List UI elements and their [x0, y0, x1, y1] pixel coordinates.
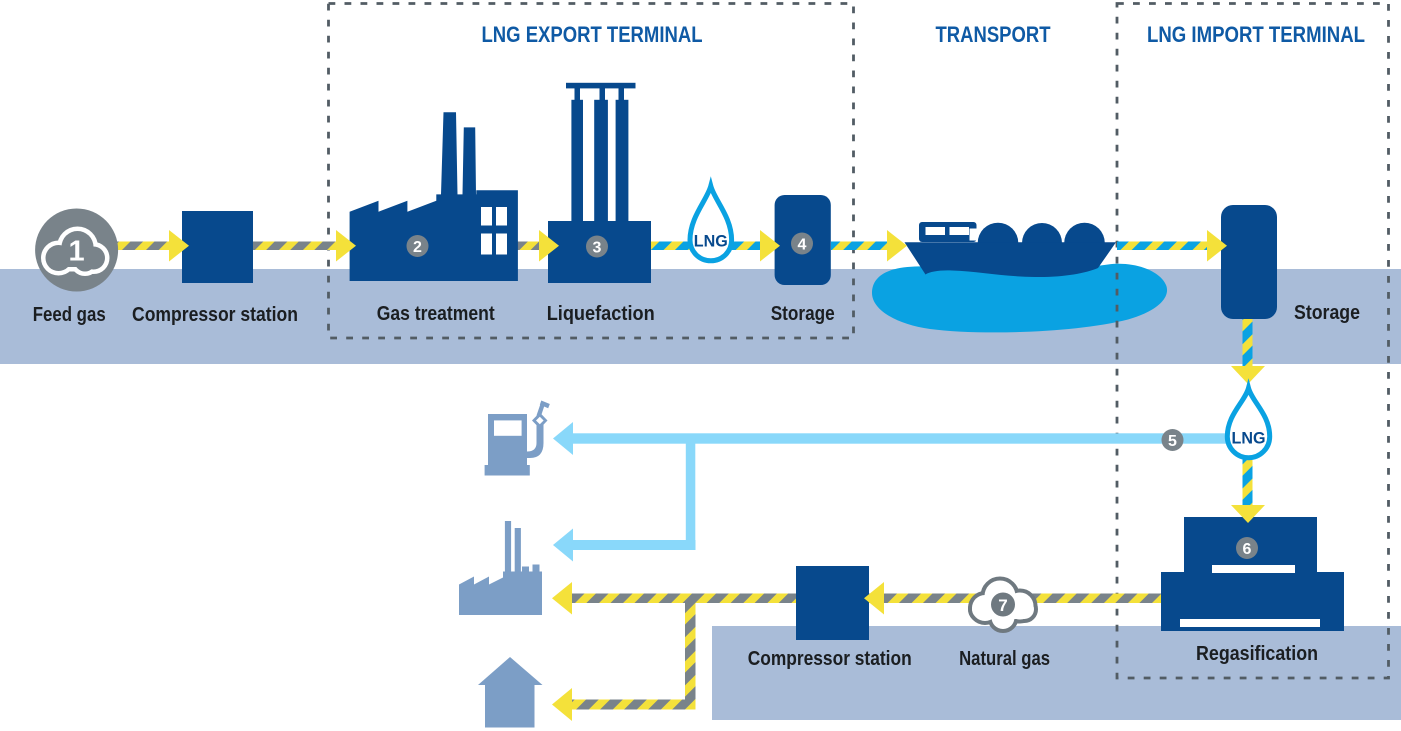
svg-text:Gas treatment: Gas treatment [377, 303, 495, 325]
svg-text:Storage: Storage [771, 303, 835, 325]
svg-text:LNG EXPORT TERMINAL: LNG EXPORT TERMINAL [482, 22, 703, 47]
svg-text:Compressor station: Compressor station [132, 304, 298, 326]
svg-text:6: 6 [1243, 541, 1252, 558]
svg-text:Liquefaction: Liquefaction [547, 303, 655, 325]
svg-text:LNG: LNG [694, 232, 728, 250]
svg-text:LNG IMPORT TERMINAL: LNG IMPORT TERMINAL [1147, 22, 1365, 47]
svg-text:Natural gas: Natural gas [959, 648, 1050, 670]
svg-text:Compressor station: Compressor station [748, 648, 912, 670]
svg-text:Storage: Storage [1294, 302, 1360, 324]
svg-text:5: 5 [1168, 433, 1177, 450]
svg-text:LNG: LNG [1232, 429, 1266, 447]
svg-text:Feed gas: Feed gas [33, 304, 106, 326]
svg-text:1: 1 [69, 236, 85, 268]
svg-text:3: 3 [593, 239, 602, 256]
svg-text:TRANSPORT: TRANSPORT [936, 22, 1051, 47]
svg-text:2: 2 [413, 239, 422, 256]
svg-text:7: 7 [998, 596, 1007, 615]
svg-text:4: 4 [798, 236, 807, 253]
svg-text:Regasification: Regasification [1196, 643, 1318, 665]
